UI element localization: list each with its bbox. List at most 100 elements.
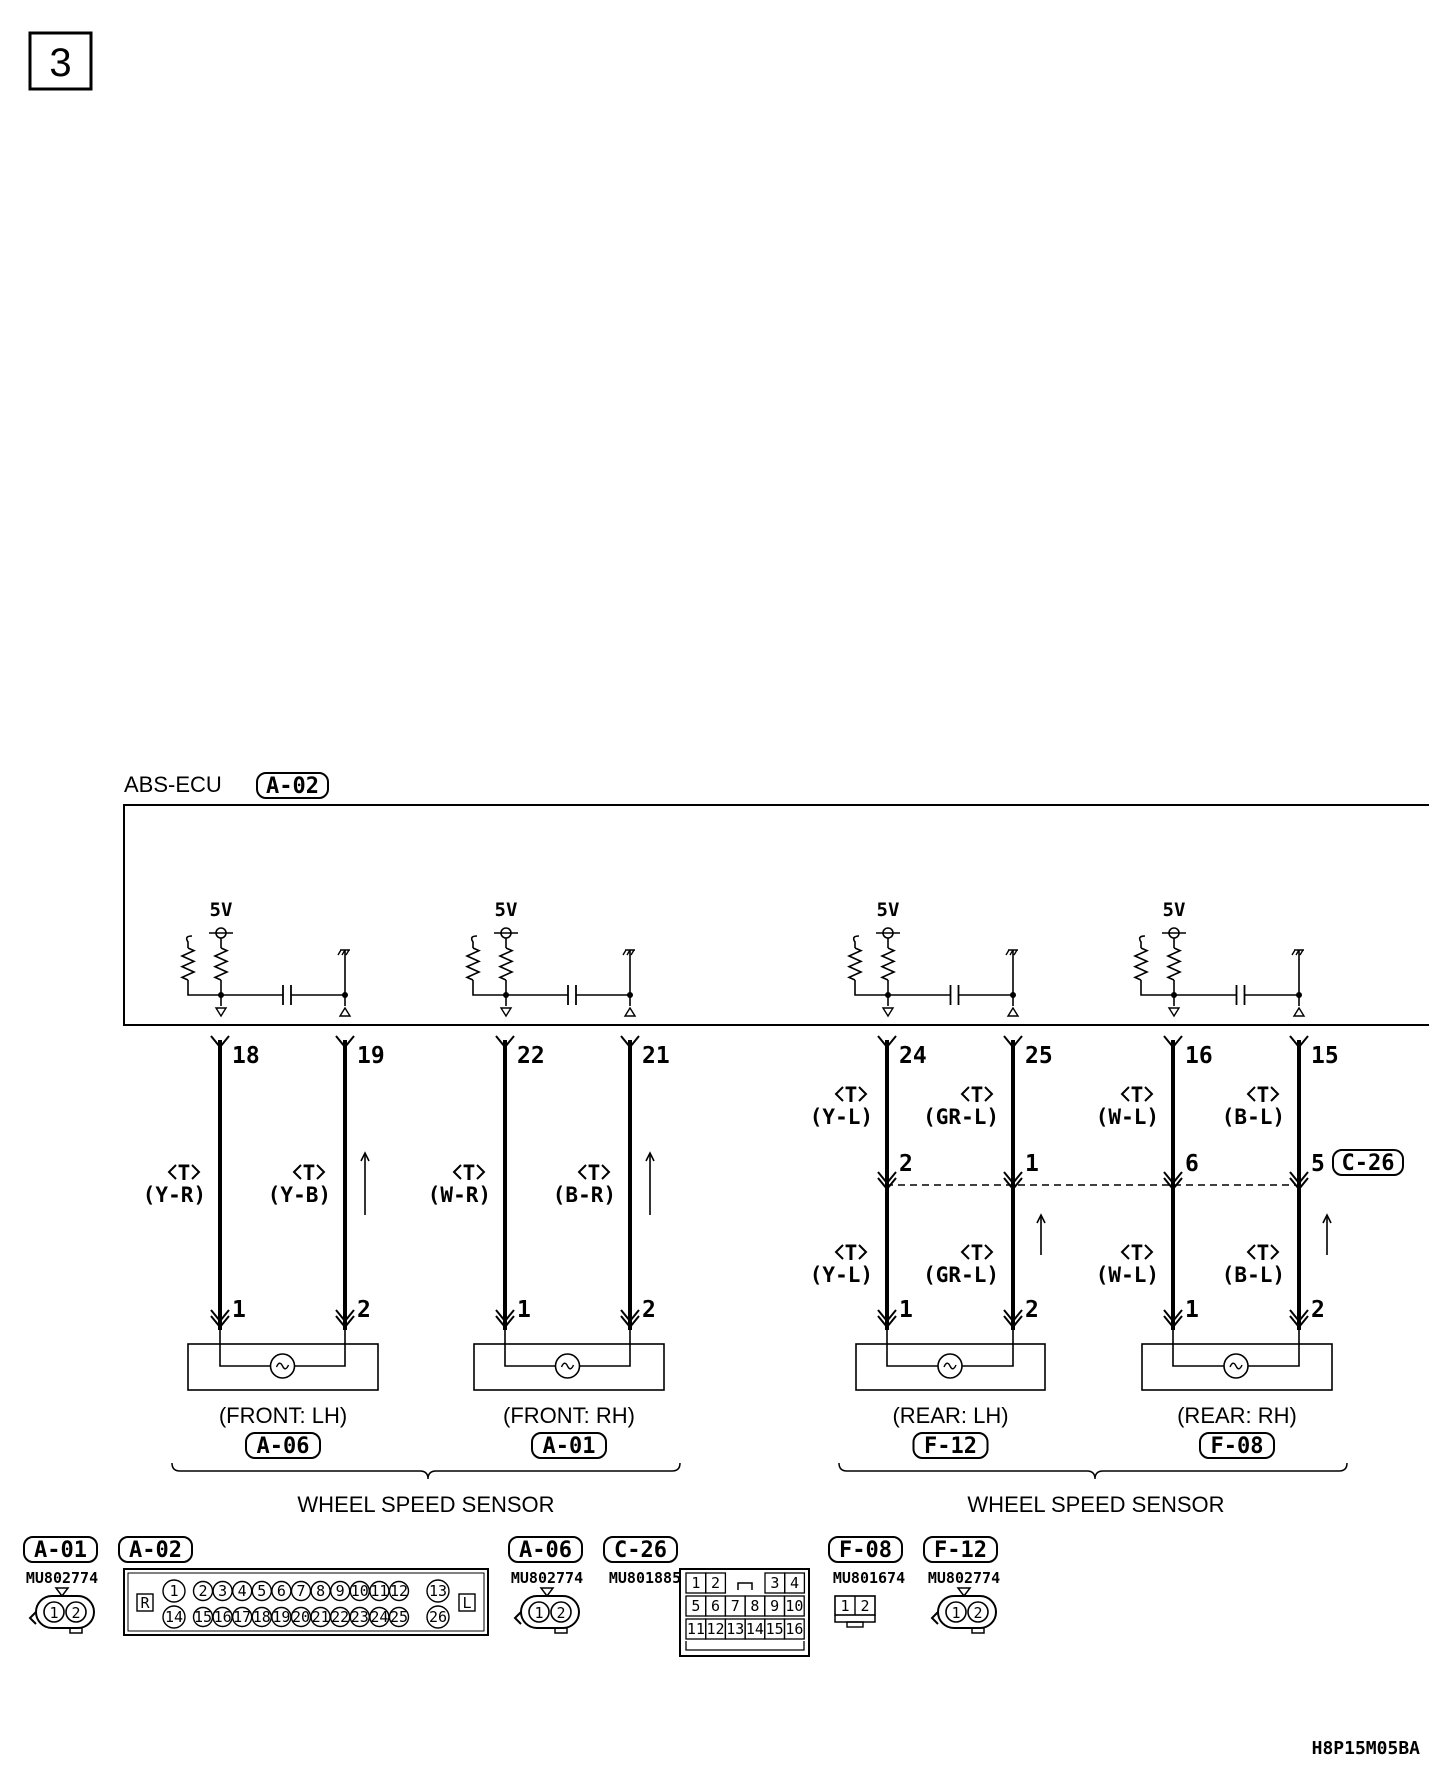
legend-c26-pin: 5 [691,1597,700,1615]
sensor-pin-number: 1 [899,1297,913,1323]
wire-tag-bracket [1246,1244,1256,1260]
legend-c26-pin: 15 [766,1620,784,1638]
sensor-pin-number: 1 [517,1297,531,1323]
ecu-input-triangle [1167,1007,1181,1018]
legend-c26-pin: 6 [711,1597,720,1615]
legend-a02-pin-ring [426,1579,450,1603]
wire-tag-bracket [191,1164,201,1180]
ecu-pin-number: 15 [1311,1043,1339,1069]
ecu-circuit-block: 5V [180,899,352,1018]
legend-c26-pin: 8 [750,1597,759,1615]
wire-tag-bracket [858,1086,868,1102]
legend-a02-pin: 10 [351,1582,369,1600]
legend-a06-pin: 2 [556,1604,565,1622]
ecu-circuit-block: 5V [847,899,1020,1018]
sensor-connector-id: F-12 [924,1434,977,1459]
ecu-circuit-block: 5V [1133,899,1306,1018]
ecu-5v-label: 5V [877,899,900,921]
sensor-rear-rh: (REAR: RH)F-08 [1141,1330,1333,1459]
pin-mark [1163,1309,1183,1323]
sensor-body [1141,1343,1333,1391]
sensor-front-rh: (FRONT: RH)A-01 [473,1330,665,1459]
legend-a02-pin-ring [388,1606,410,1628]
legend-a02-pin: 8 [316,1582,325,1600]
legend-a02-pin: 6 [277,1582,286,1600]
ecu-connector-tag: A-02 [256,772,329,799]
sensor-ac-wave [275,1362,290,1370]
ecu-input-triangle [214,1007,228,1018]
wire-tag-bracket [834,1244,844,1260]
ecu-resistor [847,947,863,981]
pin-mark [1289,1309,1309,1323]
wire-tag-bracket [316,1164,326,1180]
ecu-ground-icon [622,949,635,956]
pin-mark [1289,1177,1309,1191]
legend-a02-pin: 20 [292,1608,310,1626]
wire-tag-bracket [960,1086,970,1102]
ecu-pin-number: 16 [1185,1043,1213,1069]
legend-c26-cell [783,1595,805,1617]
sensor-label: (FRONT: LH) [219,1403,347,1428]
wire-tag-bracket [577,1164,587,1180]
sensor-label: (FRONT: RH) [503,1403,635,1428]
c26-junction-tag: C-26 [1332,1149,1404,1176]
wire-tag-bracket [1120,1086,1130,1102]
wire-tag: T [845,1083,858,1107]
legend-a01-part: MU802774 [26,1569,98,1587]
ecu-input-triangle [499,1007,513,1018]
ecu-connector-id: A-02 [266,774,319,799]
legend-f12-pin: 2 [973,1604,982,1622]
ecu-pin-number: 19 [357,1043,385,1069]
legend-c26-pin: 14 [746,1620,764,1638]
ecu-output-triangle [1292,1006,1306,1017]
legend-f08-pin: 1 [840,1597,849,1615]
sensor-connector-tag [531,1432,607,1459]
ecu-switch [852,935,860,948]
c26-junction-id: C-26 [1342,1151,1395,1176]
legend-a01-pin: 2 [71,1604,80,1622]
junction-pin-number: 5 [1311,1151,1325,1177]
legend-c26-pin: 1 [691,1574,700,1592]
wire-tag-bracket [1246,1086,1256,1102]
legend-c26-pin: 13 [726,1620,744,1638]
sensor-connector-id: A-06 [257,1434,310,1459]
wire-color-label: (W-L) [1096,1105,1159,1129]
ecu-output-triangle [1006,1006,1020,1017]
legend-a01-pin: 1 [49,1604,58,1622]
legend-a02-pin: 25 [390,1608,408,1626]
wire-tag: T [971,1241,984,1265]
sensor-ac-wave [1229,1362,1243,1370]
group-label-rear: WHEEL SPEED SENSOR [967,1492,1224,1517]
ecu-pin-number: 18 [232,1043,260,1069]
wire-tag-bracket [984,1244,994,1260]
legend-c26-pin: 2 [711,1574,720,1592]
wire-color-label: (B-L) [1222,1105,1285,1129]
legend-a02-pin: 7 [296,1582,305,1600]
sensor-body [855,1343,1046,1391]
sensor-pin-number: 2 [1311,1297,1325,1323]
legend-a02-pin: 21 [312,1608,330,1626]
wire-tag: T [303,1161,316,1185]
legend-f12: F-12 MU802774 1 2 [923,1536,1000,1634]
pin-mark [335,1309,355,1323]
group-label-front: WHEEL SPEED SENSOR [297,1492,554,1517]
wire-tag-bracket [960,1244,970,1260]
legend-c26-pin: 12 [707,1620,725,1638]
wire-color-label: (Y-L) [810,1263,873,1287]
ecu-ground-icon [337,949,350,956]
legend-a06-id: A-06 [519,1538,572,1563]
pin-mark [1003,1309,1023,1323]
legend-a02-pin: 26 [429,1608,447,1626]
ecu-resistor [180,947,196,981]
current-arrow-head [1036,1213,1046,1224]
sensor-pin-number: 1 [232,1297,246,1323]
ecu-input-triangle [881,1007,895,1018]
sensor-pin-number: 2 [1025,1297,1039,1323]
legend-a02-pin-ring [388,1580,410,1602]
current-arrow-head [645,1151,655,1162]
legend-f12-part: MU802774 [928,1569,1000,1587]
sensor-label: (REAR: RH) [1177,1403,1297,1428]
